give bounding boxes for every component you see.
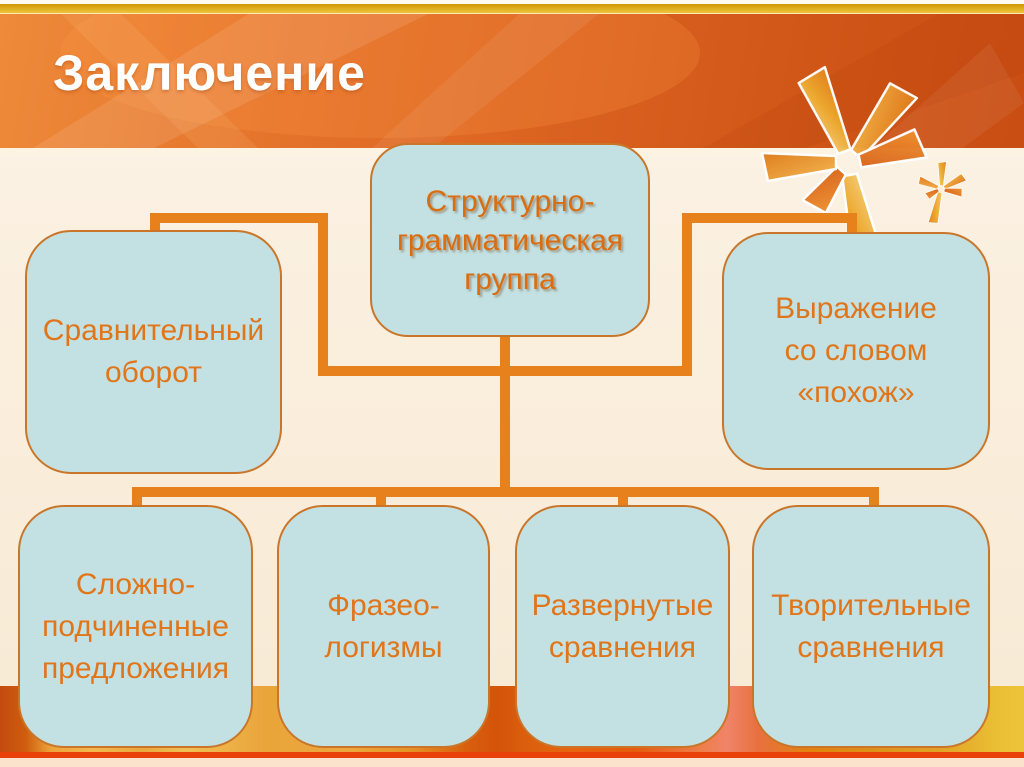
gold-accent-bar xyxy=(0,4,1024,14)
connector-bottom-bar xyxy=(132,487,878,497)
connector-right-horizontal xyxy=(682,213,857,223)
diagram-node-label: Развернутые сравнения xyxy=(531,588,714,664)
diagram-node-label: Выражение со словом «похож» xyxy=(775,292,937,409)
diagram-node-label: Творительные сравнения xyxy=(771,588,971,664)
connector-bottom-stub-3 xyxy=(618,487,628,507)
pinwheel-small-icon xyxy=(903,153,973,230)
connector-right-stub xyxy=(847,213,857,234)
connector-left-stub xyxy=(150,213,160,232)
connector-bottom-stub-2 xyxy=(376,487,386,507)
slide-title: Заключение xyxy=(53,45,366,101)
diagram-node-bottom-2: Фразео- логизмы xyxy=(277,505,490,748)
diagram-node-label: Сравнительный оборот xyxy=(42,314,265,389)
top-white-strip xyxy=(0,0,1024,4)
diagram-node-bottom-4: Творительные сравнения xyxy=(752,505,990,748)
diagram-node-left: Сравнительный оборот xyxy=(25,230,282,474)
connector-bottom-stub-4 xyxy=(869,487,879,507)
slide-header xyxy=(0,13,1024,150)
bottom-foot-strip xyxy=(0,758,1024,767)
diagram-node-label: Фразео- логизмы xyxy=(324,588,443,664)
diagram-node-bottom-1: Сложно- подчиненные предложения xyxy=(18,505,253,748)
connector-left-vertical xyxy=(318,213,328,373)
diagram-node-label: Структурно- грамматическая группа xyxy=(396,184,624,296)
bottom-red-line xyxy=(0,752,1024,758)
diagram-node-right: Выражение со словом «похож» xyxy=(722,232,990,470)
connector-right-vertical xyxy=(682,213,692,376)
connector-root-vertical xyxy=(500,335,510,492)
header-texture-decoration xyxy=(30,13,1024,150)
diagram-node-label: Сложно- подчиненные предложения xyxy=(42,567,229,685)
connector-left-horizontal xyxy=(150,213,328,223)
diagram-node-root: Структурно- грамматическая группа xyxy=(370,143,650,337)
connector-bottom-stub-1 xyxy=(132,487,142,507)
diagram-node-bottom-3: Развернутые сравнения xyxy=(515,505,730,748)
